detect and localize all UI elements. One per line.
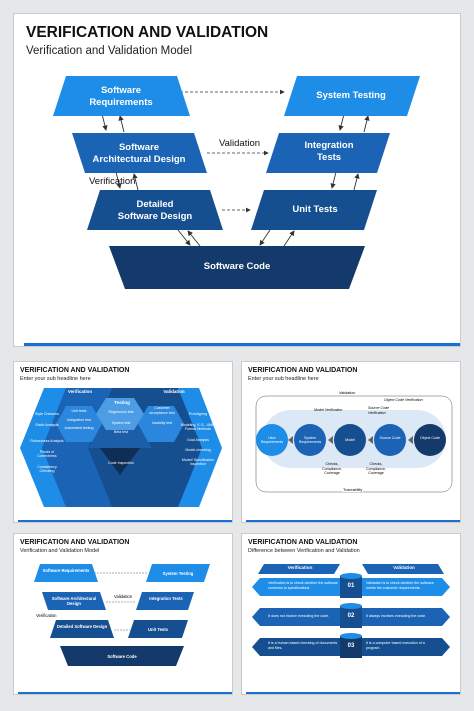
left-row-3: It is a human based checking of document…	[268, 641, 338, 650]
right-items: Prototyping Modeling, E.G., UML, Formal …	[180, 412, 216, 466]
svg-text:Validation: Validation	[163, 389, 185, 394]
inner-right: Customer acceptance test Usability test	[149, 406, 175, 425]
left-box-2[interactable]: Software Architectural Design	[72, 133, 207, 173]
slide-title: VERIFICATION AND VALIDATION	[20, 367, 130, 374]
left-box-3[interactable]: Detailed Software Design	[87, 190, 223, 230]
verification-label: Verification	[36, 613, 57, 618]
object-code-verification-label: Object Code Verification	[384, 398, 423, 402]
right-row-1: Validation is to check whether the softw…	[366, 581, 434, 590]
checks-1: Checks, Compliance, Coverage	[322, 462, 342, 475]
validation-label: Validation	[338, 391, 357, 395]
inner-left: Unit tests Integration test Automated te…	[64, 409, 94, 430]
slide-5[interactable]: VERIFICATION AND VALIDATION Difference b…	[242, 534, 460, 694]
slide-title: VERIFICATION AND VALIDATION	[248, 539, 358, 546]
hexagon-diagram: Verification Testing Validation	[20, 388, 222, 507]
slide-subtitle: Verification and Validation Model	[20, 548, 100, 554]
number-02: 02	[347, 613, 355, 619]
svg-text:Architectural Design: Architectural Design	[93, 154, 186, 165]
number-01: 01	[347, 583, 355, 589]
source-code-verification-label: Source Code Verification	[368, 406, 389, 415]
bottom-box[interactable]	[109, 246, 365, 289]
left-row-2: It does not involve executing the code.	[268, 614, 330, 618]
bottom-item: Code Inspection	[108, 461, 134, 465]
slide-subtitle: Enter your sub headline here	[20, 376, 91, 382]
bottom-box-label: Software Code	[107, 654, 137, 659]
slide-4[interactable]: VERIFICATION AND VALIDATION Verification…	[14, 534, 232, 694]
right-box-1[interactable]	[284, 76, 420, 116]
svg-text:Software: Software	[119, 142, 159, 153]
left-box-2-label: Software Architectural Design	[51, 596, 97, 606]
number-03: 03	[347, 643, 355, 649]
left-row-1: Verification is to check whether the sof…	[268, 581, 338, 590]
right-box-2[interactable]	[266, 133, 390, 173]
slide-3[interactable]: VERIFICATION AND VALIDATION Enter your s…	[242, 362, 460, 522]
right-box-2-label: Integration Tests	[149, 596, 183, 601]
svg-text:Detailed: Detailed	[137, 199, 174, 210]
slide-title: VERIFICATION AND VALIDATION	[20, 539, 130, 546]
left-box-3-label: Detailed Software Design	[56, 624, 108, 629]
main-slide[interactable]: VERIFICATION AND VALIDATION Verification…	[14, 14, 460, 346]
verification-label: Verification	[89, 176, 136, 187]
right-box-3[interactable]	[251, 190, 377, 230]
right-box-3-label: Unit Tests	[292, 204, 338, 215]
left-box-1[interactable]: Software Requirements	[53, 76, 190, 116]
svg-text:Testing: Testing	[114, 400, 130, 405]
right-row-3: It is a computer based execution of a pr…	[366, 641, 425, 650]
left-box-1-text: Software	[101, 85, 141, 96]
slide-subtitle: Enter your sub headline here	[248, 376, 319, 382]
comparison-diagram	[252, 564, 450, 658]
svg-text:Requirements: Requirements	[89, 97, 152, 108]
validation-label: Validation	[219, 138, 261, 149]
slide-subtitle: Difference between Verification and Vali…	[248, 548, 360, 554]
traceability-label: Traceability	[342, 488, 364, 492]
right-box-1-label: System Testing	[162, 571, 194, 576]
model-verification-label: Model Verification	[314, 408, 343, 412]
slide-2[interactable]: VERIFICATION AND VALIDATION Enter your s…	[14, 362, 232, 522]
validation-label: Validation	[114, 594, 133, 599]
right-box-3-label: Unit Tests	[148, 627, 168, 632]
svg-text:Verification: Verification	[68, 389, 93, 394]
bottom-box-label: Software Code	[203, 261, 271, 272]
center-items: Regression test System test Beta test	[108, 410, 134, 434]
validation-header: Validation	[393, 565, 415, 570]
left-box-1-label: Software Requirements	[42, 568, 90, 573]
v-model-diagram-small	[34, 564, 210, 666]
left-items: Style Checkers Static Analysis Robustnes…	[30, 412, 64, 473]
slide-title: VERIFICATION AND VALIDATION	[26, 24, 269, 41]
right-box-1-label: System Testing	[316, 90, 386, 101]
slide-subtitle: Verification and Validation Model	[26, 45, 193, 57]
circle-flow-diagram	[255, 395, 453, 493]
checks-2: Checks, Compliance, Coverage	[366, 462, 386, 475]
svg-text:Software Design: Software Design	[118, 211, 193, 222]
slide-title: VERIFICATION AND VALIDATION	[248, 367, 358, 374]
verification-header: Verification	[287, 565, 313, 570]
right-row-2: It always involves executing the code.	[366, 614, 427, 618]
v-model-diagram: Software Requirements Software Architect…	[53, 76, 420, 289]
